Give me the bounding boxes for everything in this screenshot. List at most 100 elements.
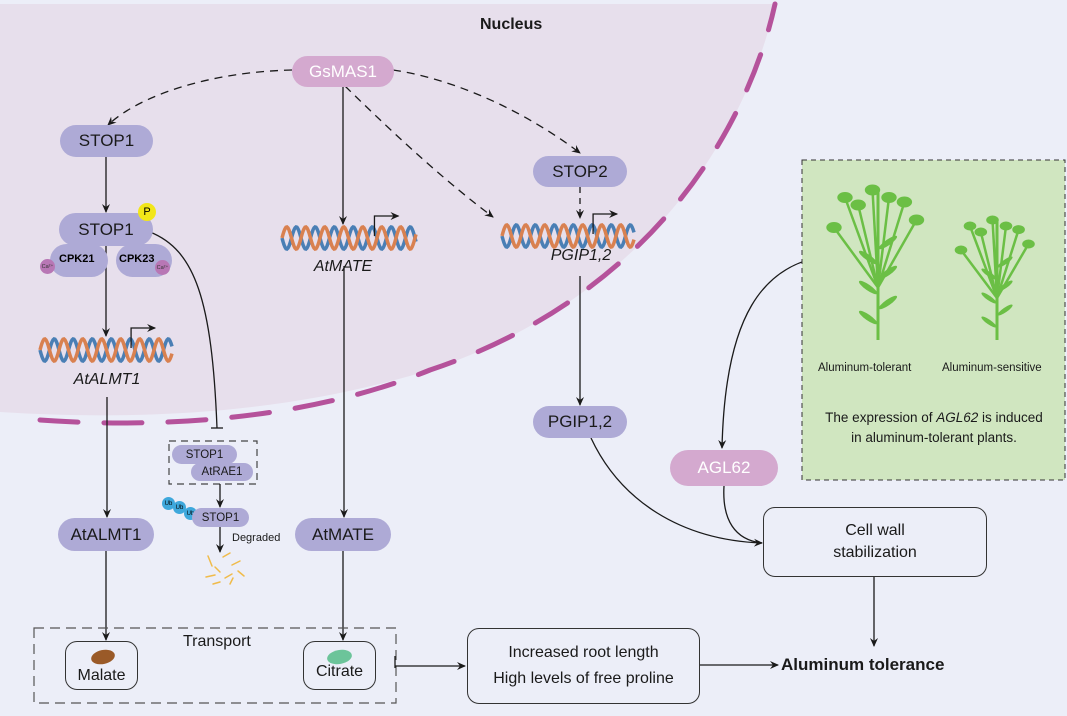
plant-flower: [826, 222, 842, 233]
plant-panel: [801, 159, 1066, 481]
plant-leaf: [858, 280, 878, 295]
caption-post: is induced: [978, 410, 1043, 425]
sensitive-plant-icon: [954, 215, 1035, 340]
inhibition-stop1-atrae1: [149, 231, 218, 429]
plant-branch: [968, 225, 999, 299]
tolerant-label: Aluminum-tolerant: [818, 362, 912, 374]
cell-wall-box[interactable]: Cell wall stabilization: [763, 507, 987, 577]
plant-flower: [999, 221, 1013, 231]
nucleus-title: Nucleus: [480, 16, 543, 33]
plant-flower: [1022, 239, 1035, 249]
gene-label-pgip: PGIP1,2: [550, 247, 612, 264]
dna-helix-atalmt1: [38, 324, 174, 363]
aluminum-tolerance-label: Aluminum tolerance: [781, 655, 945, 674]
arrow-gsmas1-to-stop2: [392, 69, 581, 154]
root-line2: High levels of free proline: [493, 670, 674, 687]
plant-branch: [960, 249, 998, 299]
complex-atrae1[interactable]: AtRAE1: [191, 463, 253, 481]
ubiquitin-icon-1: Ub: [162, 497, 175, 510]
plant-panel-caption: The expression of AGL62 is induced in al…: [804, 408, 1064, 447]
plant-leaf: [981, 316, 997, 328]
degraded-fragments: [205, 552, 245, 585]
cpk21-label: CPK21: [59, 253, 95, 265]
transport-label: Transport: [183, 633, 251, 650]
dna-strand-orange: [38, 337, 174, 363]
stop2-node[interactable]: STOP2: [533, 156, 627, 187]
complex-stop1[interactable]: STOP1: [172, 445, 237, 464]
transcription-start-arrow: [592, 210, 619, 234]
plant-branch: [871, 189, 880, 288]
citrate-box[interactable]: Citrate: [303, 641, 376, 690]
gene-label-atmate: AtMATE: [313, 258, 373, 275]
plant-leaf: [858, 310, 878, 325]
pgip-protein-node[interactable]: PGIP1,2: [533, 406, 627, 438]
malate-label: Malate: [77, 666, 126, 684]
plant-branch: [843, 197, 880, 288]
stop1-node[interactable]: STOP1: [60, 125, 153, 157]
plant-leaf: [878, 295, 898, 310]
plant-flower: [837, 192, 853, 203]
plant-leaf: [997, 256, 1013, 268]
malate-icon: [89, 647, 117, 667]
plant-leaf: [858, 250, 878, 265]
stop1-phospho-node[interactable]: STOP1: [59, 213, 153, 246]
plant-flower: [954, 245, 968, 255]
plant-flower: [850, 199, 866, 211]
dna-strand-orange: [500, 223, 636, 249]
plant-flower: [864, 184, 881, 196]
dna-helix-pgip: [500, 210, 636, 249]
cell-wall-line2: stabilization: [833, 544, 917, 561]
plant-flower: [896, 196, 913, 208]
plant-flower: [986, 215, 999, 225]
atalmt1-protein-node[interactable]: AtALMT1: [58, 518, 154, 551]
degraded-label: Degraded: [232, 532, 281, 544]
atmate-protein-node[interactable]: AtMATE: [295, 518, 391, 551]
tolerant-plant-icon: [826, 184, 925, 340]
arrow-agl62-to-cell-wall: [723, 485, 763, 544]
transport-box: [33, 627, 397, 704]
plant-branch: [832, 226, 880, 289]
plant-branch: [856, 204, 880, 288]
cpk23-label: CPK23: [119, 253, 155, 265]
calcium-icon-right: Ca²⁺: [155, 260, 170, 275]
dna-strand-orange: [280, 225, 418, 251]
plant-leaf: [981, 292, 997, 304]
complex-box: [168, 440, 258, 485]
nucleus-region: [0, 4, 775, 416]
plant-branch: [979, 231, 999, 299]
agl62-node[interactable]: AGL62: [670, 450, 778, 486]
plant-leaf: [997, 304, 1013, 316]
root-outcome-box[interactable]: Increased root length High levels of fre…: [467, 628, 700, 704]
plant-branch: [991, 219, 999, 299]
arrow-gsmas1-to-stop1: [107, 69, 293, 126]
ubiquitin-icon-2: Ub: [173, 501, 186, 514]
sensitive-label: Aluminum-sensitive: [942, 362, 1042, 374]
nuclear-envelope: [37, 1, 778, 426]
root-line1: Increased root length: [508, 643, 659, 661]
gene-label-atalmt1: AtALMT1: [73, 371, 141, 388]
plant-flower: [963, 221, 977, 231]
plant-leaf: [981, 268, 997, 280]
phosphate-icon: P: [138, 203, 156, 221]
cpk21-node[interactable]: CPK21: [50, 244, 108, 277]
gsmas1-node[interactable]: GsMAS1: [292, 56, 394, 87]
plant-leaf: [878, 265, 898, 280]
caption-line2: in aluminum-tolerant plants.: [851, 429, 1017, 445]
plant-flower: [908, 214, 925, 226]
transcription-start-arrow: [130, 324, 157, 348]
plant-leaf: [878, 235, 898, 250]
dna-helix-atmate: [280, 212, 418, 251]
cell-wall-line1: Cell wall: [845, 521, 905, 539]
transcription-start-arrow: [373, 212, 400, 236]
caption-gene: AGL62: [936, 410, 979, 425]
ub-stop1-node[interactable]: STOP1: [192, 508, 249, 527]
malate-box[interactable]: Malate: [65, 641, 138, 690]
calcium-icon-left: Ca²⁺: [40, 259, 55, 274]
plant-flower: [974, 227, 988, 237]
plant-flower: [881, 192, 897, 203]
plant-leaf: [997, 280, 1013, 292]
plant-flower: [1012, 225, 1025, 235]
caption-pre: The expression of: [825, 410, 937, 425]
